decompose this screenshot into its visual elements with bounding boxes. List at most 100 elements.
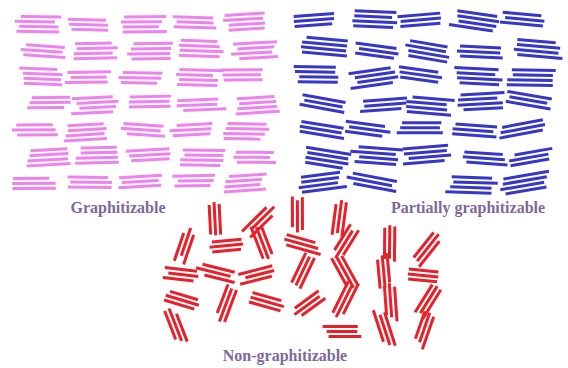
graphene-layer [413,97,455,100]
graphene-layer [224,184,260,186]
graphene-layer [184,235,194,265]
graphene-layer [74,56,118,60]
label-holder: Graphitizable [70,199,165,217]
graphene-layer [389,283,391,317]
graphene-layer [16,30,59,34]
graphene-layer [382,255,385,287]
graphene-layer [517,39,555,42]
graphene-layer [172,174,214,178]
graphene-layer [129,100,170,104]
graphene-layer [329,335,362,338]
graphene-layer [181,40,218,41]
graphene-layer [408,56,447,63]
graphene-layer [291,197,294,228]
graphene-layer [499,130,542,138]
graphene-layer [71,112,113,114]
graphene-layer [119,175,162,177]
graphene-layer [384,286,386,315]
graphene-layer [296,200,299,232]
graphene-layer [180,163,220,167]
graphene-layer [262,227,272,254]
graphene-layer [460,83,499,85]
graphene-layer [66,134,105,136]
graphene-layer [68,18,106,22]
graphene-layer [407,112,451,116]
graphene-layer [174,184,210,188]
graphene-layer [302,42,347,46]
graphene-layer [420,313,430,342]
graphene-layer [224,137,261,141]
graphene-layer [415,311,425,339]
graphene-layer [177,104,217,106]
graphene-layer [449,25,493,31]
graphene-layer [224,78,263,81]
graphene-layer [180,70,224,71]
graphene-layer [23,73,63,74]
graphene-layer [364,103,406,106]
graphene-layer [67,70,111,74]
graphene-layer [180,158,223,162]
graphene-layer [456,124,498,127]
graphene-layer [249,302,281,311]
graphene-layer [228,122,267,126]
graphene-layer [295,24,333,27]
graphene-layer [12,182,55,185]
graphene-layer [121,20,162,23]
graphene-layer [225,13,265,15]
graphene-layer [179,55,220,56]
graphene-layer [126,149,170,151]
graphene-layer [72,28,109,32]
graphene-layer [236,111,280,114]
graphene-layer [204,275,234,283]
graphene-layer [221,68,263,71]
graphene-layer [359,147,403,150]
graphene-layer [209,205,210,235]
graphene-layer [226,127,269,131]
graphene-layer [454,68,498,70]
graphene-layer [173,17,214,18]
graphene-layer [65,80,108,84]
graphene-layer [355,162,396,165]
graphene-layer [30,154,69,156]
graphene-layer [176,74,213,75]
graphene-layer [223,132,265,136]
graphene-layer [168,273,198,276]
graphene-layer [77,101,119,103]
graphene-layer [77,46,118,50]
graphene-layer [352,21,397,23]
graphene-layer [173,134,210,136]
graphene-layer [298,80,338,84]
graphene-layer [164,300,194,309]
graphene-layer [506,187,547,194]
graphene-layer [458,98,497,100]
graphene-layer [404,150,447,153]
graphene-layer [408,274,438,277]
graphene-layer [76,157,118,158]
graphene-layer [130,95,171,99]
graphene-layer [300,104,345,112]
graphene-layer [406,102,446,105]
panel-label: Partially graphitizable [391,199,545,217]
non-graphitizable-stacks [163,197,441,350]
graphene-layer [503,12,542,16]
graphene-layer [401,18,441,21]
graphene-layer [19,68,57,69]
graphene-layer [68,128,107,130]
graphene-layer [409,155,451,158]
graphene-layer [457,51,500,53]
graphene-layer [286,245,320,255]
graphene-layer [127,134,165,137]
graphene-layer [302,52,347,56]
graphene-layer [178,179,214,183]
graphene-layer [400,126,440,129]
graphene-layer [239,101,276,103]
graphene-layer [81,151,118,155]
graphene-layer [400,23,440,26]
graphene-layer [222,73,261,76]
graphene-layer [511,159,550,166]
graphene-layer [323,325,358,328]
graphene-layer [301,47,346,51]
graphene-layer [212,239,242,242]
graphene-layer [302,298,326,315]
